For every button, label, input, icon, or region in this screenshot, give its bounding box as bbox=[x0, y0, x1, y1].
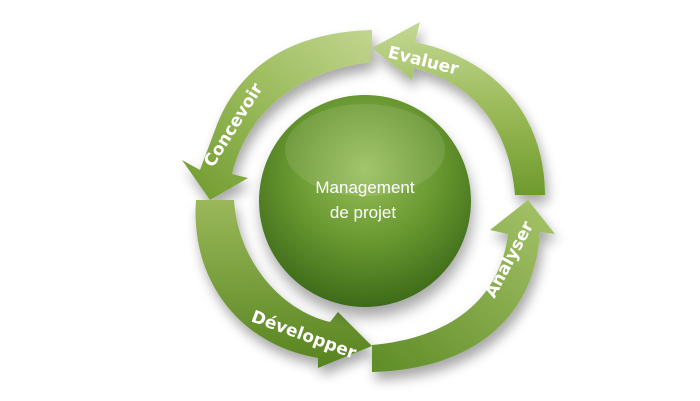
center-title-line1: Management bbox=[315, 178, 415, 197]
center-title-line2: de projet bbox=[330, 203, 396, 222]
center-circle-highlight bbox=[285, 104, 445, 196]
arrow-concevoir bbox=[182, 30, 372, 200]
arrow-analyser bbox=[372, 200, 555, 372]
arrow-developper bbox=[195, 200, 372, 368]
center-circle bbox=[259, 95, 471, 307]
arrow-evaluer bbox=[372, 22, 545, 195]
